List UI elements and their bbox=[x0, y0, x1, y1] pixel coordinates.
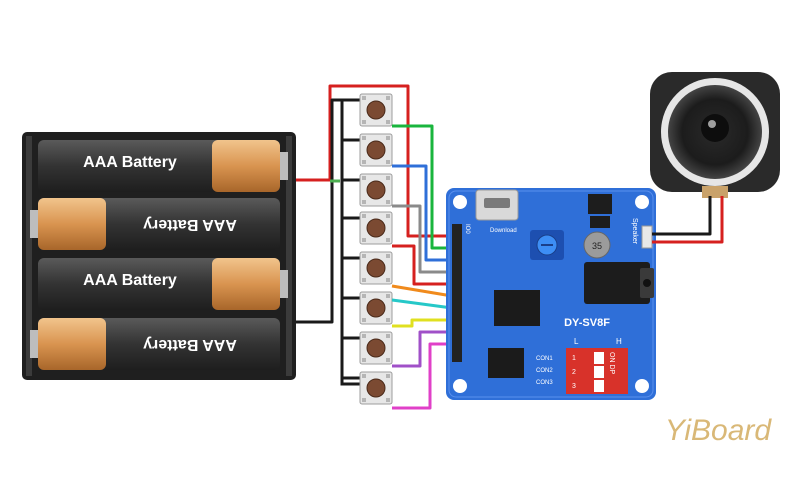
mounting-hole bbox=[635, 195, 649, 209]
battery-label: AAA Battery bbox=[83, 154, 177, 171]
battery-label: AAA Battery bbox=[83, 272, 177, 289]
signal-wire-orange bbox=[391, 284, 453, 298]
battery-label: AAA Battery bbox=[143, 216, 237, 233]
push-button-icon bbox=[359, 211, 393, 245]
con-label: CON3 bbox=[536, 380, 553, 386]
con-label: CON1 bbox=[536, 356, 553, 362]
battery-icon: AAA Battery bbox=[30, 198, 280, 250]
mounting-hole bbox=[635, 379, 649, 393]
download-label: Download bbox=[490, 228, 517, 234]
model-label: DY-SV8F bbox=[564, 317, 610, 329]
secondary-chip bbox=[488, 348, 524, 378]
capacitor-value: 35 bbox=[592, 241, 602, 251]
push-button-icon bbox=[359, 173, 393, 207]
signal-wire-purple bbox=[392, 330, 452, 368]
battery-icon: AAA Battery bbox=[30, 318, 280, 370]
chip bbox=[590, 216, 610, 228]
mounting-hole bbox=[453, 379, 467, 393]
signal-wire-yellow bbox=[392, 318, 452, 328]
watermark: YiBoard bbox=[665, 414, 773, 447]
ground-rail-wire bbox=[340, 100, 360, 386]
battery-label: AAA Battery bbox=[143, 336, 237, 353]
pin-header-label: IO0 bbox=[464, 224, 470, 234]
dip-toggle bbox=[594, 352, 604, 364]
speaker-wire-black bbox=[652, 196, 712, 236]
battery-holder-edge bbox=[286, 136, 292, 376]
battery-icon: AAA Battery bbox=[38, 140, 288, 192]
push-button-icon bbox=[359, 93, 393, 127]
capacitor-icon: 35 bbox=[583, 231, 611, 259]
pin-header bbox=[452, 224, 462, 362]
dip-l-label: L bbox=[574, 337, 579, 346]
battery-negative-wire bbox=[296, 98, 352, 324]
push-button-icon bbox=[359, 331, 393, 365]
speaker-label: Speaker bbox=[631, 218, 638, 245]
signal-wire-gray bbox=[392, 204, 452, 274]
audio-module-board: Download IO0 35 Speaker bbox=[446, 188, 656, 400]
speaker-dust-cap bbox=[701, 114, 729, 142]
push-button-icon bbox=[359, 133, 393, 167]
signal-wire-blue bbox=[392, 164, 452, 262]
push-button-icon bbox=[359, 371, 393, 405]
push-button-icon bbox=[359, 251, 393, 285]
usb-port-icon bbox=[475, 189, 519, 221]
dip-toggle bbox=[594, 366, 604, 378]
dip-number: 2 bbox=[572, 369, 576, 376]
dip-toggle bbox=[594, 380, 604, 392]
dip-number: 1 bbox=[572, 355, 576, 362]
speaker-terminal-block bbox=[702, 186, 728, 198]
dip-h-label: H bbox=[616, 337, 622, 346]
dip-number: 3 bbox=[572, 383, 576, 390]
dip-on-label: ON DP bbox=[608, 352, 615, 375]
battery-holder: AAA Battery AAA Battery AAA Battery AAA … bbox=[22, 132, 296, 380]
con-label: CON2 bbox=[536, 368, 553, 374]
speaker-wires bbox=[652, 196, 724, 244]
signal-wire-red bbox=[392, 244, 452, 286]
push-button-icon bbox=[359, 291, 393, 325]
audio-jack-icon bbox=[584, 262, 654, 304]
speaker-wire-red bbox=[652, 196, 724, 244]
battery-icon: AAA Battery bbox=[38, 258, 288, 310]
dip-switch-icon: L H ON DP 1 2 3 bbox=[566, 337, 628, 394]
battery-holder-edge bbox=[26, 136, 32, 376]
regulator-chip bbox=[588, 194, 612, 214]
signal-wires bbox=[391, 124, 453, 410]
signal-wire-green bbox=[392, 124, 452, 250]
speaker-icon bbox=[650, 72, 780, 198]
speaker-terminal bbox=[641, 225, 653, 249]
main-chip bbox=[494, 290, 540, 326]
signal-wire-cyan bbox=[391, 298, 453, 310]
push-button-column bbox=[359, 93, 393, 405]
battery-positive-wire bbox=[296, 84, 452, 238]
signal-wire-magenta bbox=[392, 342, 452, 410]
potentiometer-icon bbox=[530, 230, 564, 260]
button-ground-rail bbox=[340, 98, 362, 386]
mounting-hole bbox=[453, 195, 467, 209]
